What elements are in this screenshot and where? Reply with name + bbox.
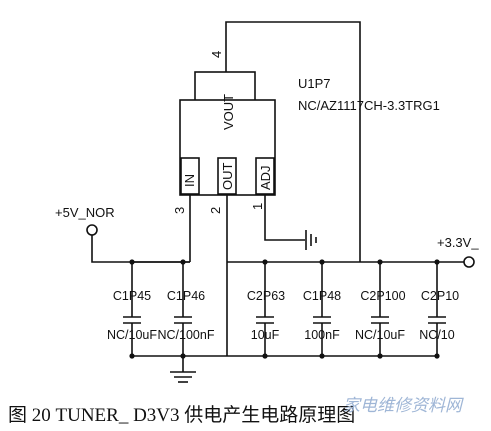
- capacitor-ref-label: C2P63: [247, 289, 285, 303]
- regulator-ic: IN OUT ADJ VOUT 3 2 1 4: [172, 51, 276, 214]
- ic-reference: U1P7: [298, 76, 331, 91]
- capacitor-ref-label: C2P10: [421, 289, 459, 303]
- net-label-input: +5V_NOR: [55, 205, 115, 220]
- wire-vout: [225, 21, 361, 262]
- junction-dot-top: [129, 259, 135, 265]
- junction-dot-bottom: [377, 353, 383, 359]
- ic-pin-adj-num: 1: [250, 203, 265, 210]
- capacitor-value-label: NC/10uF: [355, 328, 405, 342]
- junction-dot-top: [377, 259, 383, 265]
- net-label-output: +3.3V_: [437, 235, 479, 250]
- junction-dot-bottom: [129, 353, 135, 359]
- connector-input[interactable]: [86, 224, 98, 236]
- junction-dot-top: [434, 259, 440, 265]
- capacitor-value-label: NC/100nF: [158, 328, 215, 342]
- ground-symbol-adj: [305, 230, 317, 250]
- junction-dot-bottom: [434, 353, 440, 359]
- wire-input-rail: [91, 235, 190, 263]
- junction-dot-top: [262, 259, 268, 265]
- ic-pin-in-num: 3: [172, 207, 187, 214]
- capacitor-value-label: 100nF: [304, 328, 340, 342]
- junction-dot-bottom: [180, 353, 186, 359]
- capacitor-value-label: NC/10uF: [107, 328, 157, 342]
- capacitor-ref-label: C1P48: [303, 289, 341, 303]
- capacitor-ref-label: C1P45: [113, 289, 151, 303]
- junction-dot-top: [319, 259, 325, 265]
- capacitor-bank: C1P45NC/10uFC1P46NC/100nFC2P6310uFC1P481…: [107, 259, 459, 359]
- ic-tab-label: VOUT: [221, 94, 236, 130]
- junction-dot-bottom: [319, 353, 325, 359]
- connector-output[interactable]: [463, 256, 475, 268]
- junction-dot-top: [180, 259, 186, 265]
- ic-pin-out-label: OUT: [220, 163, 235, 191]
- capacitor-value-label: 10uF: [251, 328, 280, 342]
- ic-tab-num: 4: [209, 51, 224, 58]
- capacitor-value-label: NC/10: [419, 328, 454, 342]
- ground-symbol-main: [170, 371, 196, 383]
- wire-adj: [264, 194, 305, 241]
- ic-pin-adj-label: ADJ: [258, 165, 273, 190]
- watermark-text: 家电维修资料网: [343, 396, 464, 416]
- capacitor-c1p48: C1P48 100nF: [303, 259, 341, 359]
- figure-caption: 图 20 TUNER_ D3V3 供电产生电路原理图: [8, 404, 355, 426]
- junction-dot-bottom: [262, 353, 268, 359]
- ic-part-number: NC/AZ1117CH-3.3TRG1: [298, 98, 440, 113]
- capacitor-ref-label: C2P100: [360, 289, 405, 303]
- capacitor-ref-label: C1P46: [167, 289, 205, 303]
- ic-pin-out-num: 2: [208, 207, 223, 214]
- ic-pin-in-label: IN: [182, 174, 197, 187]
- capacitor-c2p63: C2P63 10uF: [247, 259, 285, 359]
